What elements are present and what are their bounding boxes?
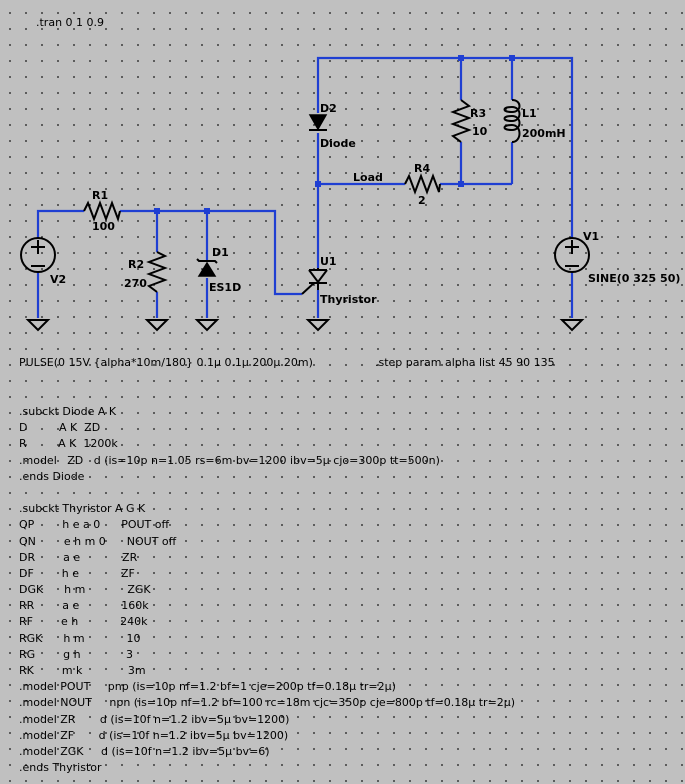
wires (36, 56, 574, 318)
step-directive[interactable]: .step param alpha list 45 90 135 (375, 356, 555, 369)
ground-symbol[interactable] (144, 319, 170, 332)
netlist-directive[interactable]: .subckt Diode A K D A K ZD R A K 1200k .mod… (19, 405, 515, 777)
v1-value: SINE(0 325 50) (588, 272, 680, 285)
netlist-line: .model NOUT npn (is=10p nf=1.2 bf=100 rc… (19, 696, 516, 710)
netlist-line: .model POUT pnp (is=10p nf=1.2 bf=1 cje=… (19, 680, 396, 694)
netlist-line: .subckt Thyristor A G K (19, 502, 146, 516)
netlist-line: .ends Diode (19, 469, 85, 483)
netlist-line: RGK h m 10 (19, 631, 141, 645)
netlist-line: .model ZD d (is=10p n=1.05 rs=6m bv=1200… (19, 453, 440, 467)
r3-value: 10 (472, 125, 488, 138)
r2-resistor[interactable] (146, 251, 168, 293)
d1-name: D1 (212, 246, 229, 259)
netlist-line: .ends Thyristor (19, 761, 102, 775)
d1-value: ES1D (209, 281, 241, 294)
netlist-line: QN e h m 0 NOUT off (19, 534, 177, 548)
netlist-line: .model ZR d (is=10f n=1.2 ibv=5μ bv=1200… (19, 712, 290, 726)
ground-symbol[interactable] (305, 319, 331, 332)
netlist-line: .subckt Diode A K (19, 405, 117, 418)
d2-diode[interactable] (308, 114, 328, 131)
u1-thyristor[interactable] (301, 268, 328, 295)
netlist-line: DR a e ZR (19, 550, 138, 564)
r1-name: R1 (92, 189, 108, 202)
netlist-line: QP h e a 0 POUT off (19, 518, 170, 532)
r2-name: R2 (128, 258, 144, 271)
v2-name: V2 (50, 273, 66, 286)
u1-value: Thyristor (320, 293, 377, 306)
r4-name: R4 (414, 162, 430, 175)
r1-resistor[interactable] (83, 200, 121, 223)
u1-name: U1 (320, 255, 337, 268)
v1-source[interactable] (554, 237, 590, 273)
netlist-line (19, 486, 515, 502)
r2-value: 270 (124, 277, 147, 290)
netlist-line: DF h e ZF (19, 566, 135, 580)
l1-inductor[interactable] (503, 99, 521, 143)
pulse-directive[interactable]: PULSE(0 15V {alpha*10m/180} 0.1μ 0.1μ 20… (19, 356, 313, 369)
netlist-line: DGK h m ZGK (19, 583, 151, 597)
junctions (154, 55, 515, 214)
netlist-line: R A K 1200k (19, 437, 118, 451)
netlist-line: RR a e 160k (19, 599, 149, 613)
d2-value: Diode (320, 137, 356, 150)
netlist-line: RF e h 240k (19, 615, 148, 629)
netlist-line: .model ZF d (is=10f n=1.2 ibv=5μ bv=1200… (19, 728, 289, 742)
d1-diode[interactable] (196, 258, 218, 277)
load-label: Load (353, 171, 383, 184)
r4-value: 2 (418, 194, 426, 207)
r3-name: R3 (470, 107, 486, 120)
l1-value: 200mH (522, 127, 566, 140)
netlist-line: RG g h 3 (19, 647, 134, 661)
l1-name: L1 (522, 107, 537, 120)
v2-source[interactable] (20, 237, 56, 273)
netlist-line: RK m k 3m (19, 664, 146, 677)
r3-resistor[interactable] (450, 99, 472, 143)
ground-symbol[interactable] (559, 319, 585, 332)
tran-directive[interactable]: .tran 0 1 0.9 (36, 16, 105, 29)
ground-symbol[interactable] (25, 319, 51, 332)
d2-name: D2 (320, 102, 337, 115)
r1-value: 100 (92, 220, 115, 233)
netlist-line: .model ZGK d (is=10f n=1.2 ibv=5μ bv=6) (19, 744, 270, 758)
r4-resistor[interactable] (404, 173, 441, 195)
netlist-line: D A K ZD (19, 421, 101, 435)
ground-symbol[interactable] (194, 319, 220, 332)
v1-name: V1 (583, 230, 599, 243)
schematic[interactable]: V2 R1 100 R2 270 D1 ES1D D2 Diode R3 10 … (0, 0, 685, 345)
